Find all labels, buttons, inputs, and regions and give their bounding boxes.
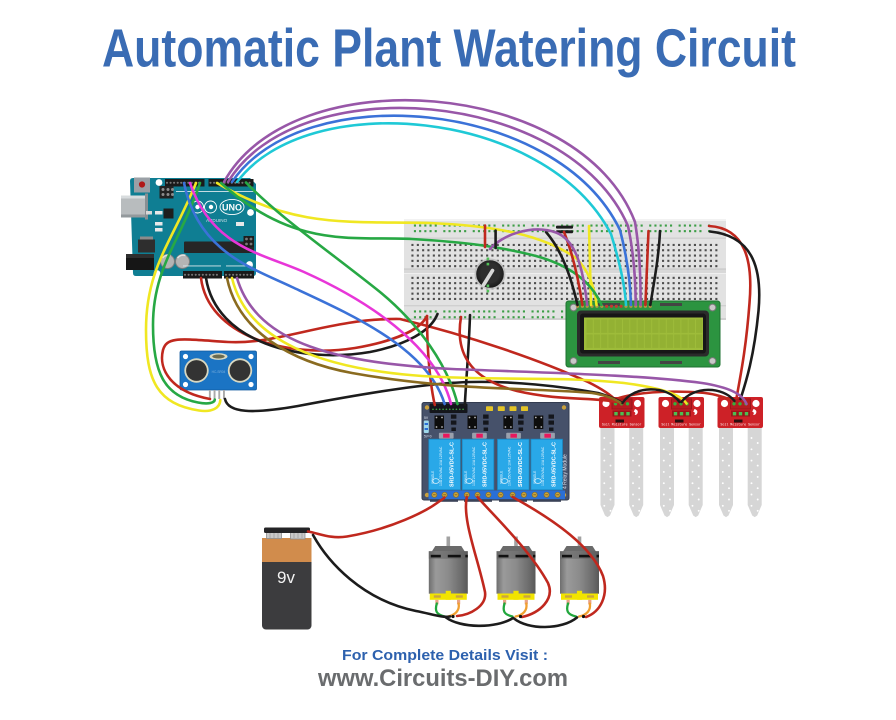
svg-text:5V=0: 5V=0	[424, 435, 432, 439]
svg-text:HC-SR04: HC-SR04	[212, 370, 226, 374]
svg-text:4 Relay Module: 4 Relay Module	[563, 454, 569, 489]
svg-text:Automatic Plant Watering Circu: Automatic Plant Watering Circuit	[102, 20, 796, 79]
svg-text:10A 250VAC 10A 125VAC: 10A 250VAC 10A 125VAC	[439, 446, 443, 486]
svg-text:SRD-05VDC-SL-C: SRD-05VDC-SL-C	[483, 442, 489, 487]
svg-text:SONGLE: SONGLE	[500, 471, 504, 484]
svg-text:Soil Moisture Sensor: Soil Moisture Sensor	[661, 422, 701, 426]
svg-text:5V: 5V	[424, 416, 429, 420]
svg-text:10A 250VAC 10A 125VAC: 10A 250VAC 10A 125VAC	[541, 446, 545, 486]
svg-text:ARDUINO: ARDUINO	[206, 218, 228, 223]
svg-text:10A 250VAC 10A 125VAC: 10A 250VAC 10A 125VAC	[472, 446, 476, 486]
svg-text:SRD-05VDC-SL-C: SRD-05VDC-SL-C	[518, 442, 524, 487]
svg-text:10A 250VAC 10A 125VAC: 10A 250VAC 10A 125VAC	[508, 446, 512, 486]
svg-text:SRD-05VDC-SL-C: SRD-05VDC-SL-C	[551, 442, 557, 487]
svg-text:www.Circuits-DIY.com: www.Circuits-DIY.com	[317, 665, 568, 692]
svg-text:9v: 9v	[277, 568, 295, 587]
svg-text:Soil Moisture Sensor: Soil Moisture Sensor	[602, 422, 642, 426]
svg-text:SONGLE: SONGLE	[431, 471, 435, 484]
svg-text:UNO: UNO	[222, 203, 242, 213]
svg-text:SONGLE: SONGLE	[533, 471, 537, 484]
svg-text:For Complete Details Visit :: For Complete Details Visit :	[342, 648, 548, 664]
svg-text:SONGLE: SONGLE	[464, 471, 468, 484]
svg-text:Soil Moisture Sensor: Soil Moisture Sensor	[720, 422, 760, 426]
svg-text:SRD-05VDC-SL-C: SRD-05VDC-SL-C	[449, 442, 455, 487]
